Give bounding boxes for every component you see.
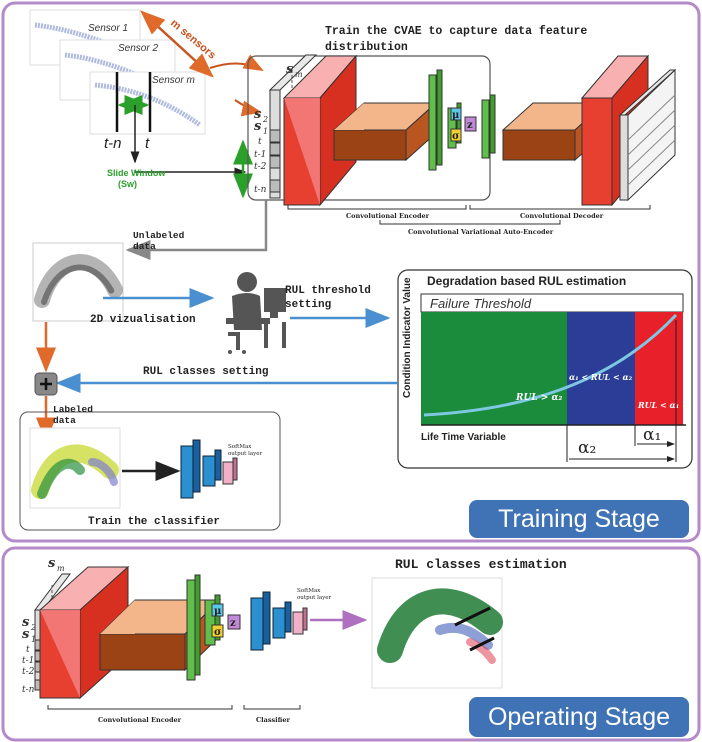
unlabeled-line2: data xyxy=(133,241,156,252)
viz-label: 2D vizualisation xyxy=(90,314,196,326)
input-t2-label: t-2 xyxy=(254,162,267,172)
training-stage-button[interactable]: Training Stage xyxy=(469,500,689,538)
softmax-line1: SoftMax xyxy=(228,444,252,450)
input-s1-label: s xyxy=(254,119,262,134)
op-z-label: z xyxy=(230,618,236,629)
op-input-s2-sub: 2 xyxy=(30,623,36,632)
cvae-vae-label: Convolutional Variational Auto-Encoder xyxy=(408,228,554,236)
op-sigma-layer xyxy=(211,624,224,638)
cvae-encoder-label: Convolutional Encoder xyxy=(346,212,430,220)
cvae-title-line2: distribution xyxy=(325,41,408,54)
op-input-s1-label: s xyxy=(22,627,30,642)
slide-window-abbr: (Sw) xyxy=(118,179,137,189)
labeled-line2: data xyxy=(53,415,76,426)
sigma-label: σ xyxy=(452,131,459,142)
unlabeled-data-arrow xyxy=(125,200,268,260)
unlabeled-line1: Unlabeled xyxy=(133,230,185,241)
input-sm-label: s xyxy=(286,62,294,77)
classifier-training-box xyxy=(19,411,281,531)
training-stage-frame xyxy=(1,1,701,543)
input-s1-sub: 1 xyxy=(263,127,268,136)
sensor-1-label: Sensor 1 xyxy=(88,23,128,34)
decoder-bracket xyxy=(469,205,651,210)
input-s2-sub: 2 xyxy=(262,115,268,124)
sigma-layer xyxy=(450,128,462,142)
op-input-t2-label: t-2 xyxy=(22,667,35,677)
slide-window-label: Slide Window xyxy=(107,168,166,178)
op-classifier-label: Classifier xyxy=(256,716,291,724)
operating-stage-frame xyxy=(1,546,701,742)
op-z-layer xyxy=(227,614,241,630)
sensor-plots xyxy=(29,9,247,177)
op-softmax-line2: output layer xyxy=(297,595,331,601)
sensor-m-label: Sensor m xyxy=(152,75,195,86)
plus-icon xyxy=(34,372,58,396)
labeled-line1: Labeled xyxy=(53,404,93,415)
encoder-conv-block-2 xyxy=(332,101,438,162)
op-softmax-line1: SoftMax xyxy=(297,588,321,594)
softmax-line2: output layer xyxy=(228,451,262,457)
op-encoder-label: Convolutional Encoder xyxy=(98,716,182,724)
y-axis-label: Condition Indicator Value xyxy=(402,277,413,398)
encoder-bracket xyxy=(287,205,467,210)
op-input-t-label: t xyxy=(26,645,30,655)
rul-classes-label: RUL classes setting xyxy=(143,366,268,378)
t-minus-n-label: t-n xyxy=(104,135,122,152)
op-input-s1-sub: 1 xyxy=(31,635,36,644)
failure-threshold-label: Failure Threshold xyxy=(430,296,532,311)
t-label: t xyxy=(145,135,150,152)
vae-bracket xyxy=(379,220,561,225)
region-red-label: RUL < α₁ xyxy=(637,400,679,410)
input-t-label: t xyxy=(258,137,262,147)
classifier-network xyxy=(180,439,238,499)
region-green-label: RUL > α₂ xyxy=(515,393,562,403)
alpha2-label: α₂ xyxy=(578,438,596,458)
rul-threshold-line2: setting xyxy=(285,299,331,311)
region-blue-label: α₁ < RUL < α₂ xyxy=(569,372,633,382)
rul-threshold-line1: RUL threshold xyxy=(285,285,371,297)
op-sigma-label: σ xyxy=(214,627,221,638)
result-scatter-plot xyxy=(371,577,503,689)
input-stack xyxy=(268,54,318,199)
op-mu-label: μ xyxy=(214,606,221,617)
x-axis-label: Life Time Variable xyxy=(421,432,506,443)
mu-layer xyxy=(450,107,462,121)
cvae-title-line1: Train the CVAE to capture data feature xyxy=(325,25,587,38)
op-input-sm-sub: m xyxy=(57,564,65,573)
input-s2-label: s xyxy=(254,107,262,122)
input-tn-label: t-n xyxy=(254,185,267,195)
z-label: z xyxy=(467,120,473,131)
op-classifier-bracket xyxy=(243,705,301,710)
m-sensors-label: m sensors xyxy=(168,17,218,62)
op-input-s2-label: s xyxy=(22,615,30,630)
decoder-dense-layers xyxy=(481,94,496,159)
alpha1-label: α₁ xyxy=(643,425,661,445)
op-encoder-bracket xyxy=(47,705,233,710)
output-stack xyxy=(618,68,677,202)
mu-label: μ xyxy=(452,110,459,121)
op-classifier-network xyxy=(250,591,308,651)
op-encoder-dense-layers xyxy=(186,574,221,681)
op-input-t1-label: t-1 xyxy=(22,656,34,666)
operating-title: RUL classes estimation xyxy=(395,557,567,572)
op-input-sm-label: s xyxy=(48,556,56,571)
input-t1-label: t-1 xyxy=(254,150,266,160)
degradation-title: Degradation based RUL estimation xyxy=(427,274,626,288)
train-classifier-label: Train the classifier xyxy=(88,516,220,528)
sensor-2-label: Sensor 2 xyxy=(118,43,158,54)
unlabeled-scatter-plot xyxy=(32,242,124,322)
op-input-tn-label: t-n xyxy=(22,685,35,695)
person-at-computer-icon xyxy=(226,272,286,354)
labeled-scatter-plot xyxy=(29,427,121,509)
z-layer xyxy=(464,116,477,132)
op-mu-layer xyxy=(211,603,224,617)
degradation-curve xyxy=(423,313,678,417)
region-blue xyxy=(567,312,635,425)
operating-stage-button[interactable]: Operating Stage xyxy=(469,697,689,737)
input-sm-sub: m xyxy=(295,70,303,79)
m-sensors-arrow xyxy=(140,10,214,78)
cvae-decoder-label: Convolutional Decoder xyxy=(520,212,604,220)
